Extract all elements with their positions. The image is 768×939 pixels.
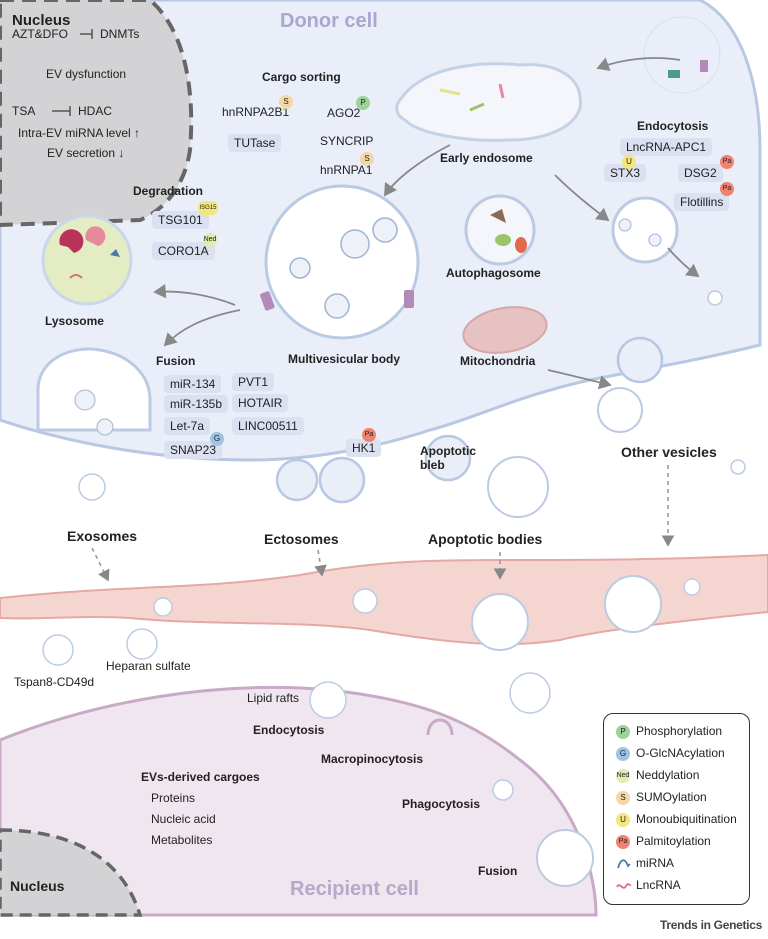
phosphorylation-icon: P [616,724,630,739]
fusion-mir-134: miR-134 [164,375,222,393]
apoptotic-bleb-label: Apoptotic bleb [420,444,476,472]
neddylation-icon: Ned [616,768,630,783]
cargo-sorting-title: Cargo sorting [262,70,341,84]
recipient-cell-membrane [0,685,598,917]
lysosome-label: Lysosome [45,314,104,328]
cargo-proteins: Proteins [151,791,196,805]
mirna-icon [617,859,631,869]
nucleus-title: Nucleus [12,12,71,29]
mitochondria-label: Mitochondria [460,354,536,368]
ectosomes-label: Ectosomes [264,531,339,547]
monoubiquitination-icon: U [616,812,630,827]
cargo-tutase: TUTase [228,134,282,152]
early-endosome-label: Early endosome [440,151,533,165]
exosomes-label: Exosomes [67,528,138,544]
isg15-badge: ISG15 [198,201,218,215]
fusion-hotair: HOTAIR [232,394,289,412]
o-glcnacylation-badge: G [210,432,224,446]
monoubiquitination-badge: U [622,155,636,169]
sumoylation-badge: S [279,95,293,109]
fusion-title: Fusion [156,354,196,368]
sumoylation-icon: S [616,790,630,805]
nucleus-hdac: HDAC [78,104,113,118]
recipient-nucleus [0,828,143,917]
fusion-let-7a: Let-7a [164,417,211,435]
nucleus-tsa: TSA [12,104,36,118]
recipient-nucleus-label: Nucleus [10,878,65,894]
phagocytosis-label: Phagocytosis [402,797,481,811]
lysosome-graphic [41,214,133,306]
donor-cell-title: Donor cell [280,10,378,32]
recipient-cell-title: Recipient cell [290,878,419,900]
endocytosis-stx3: STX3 [604,164,647,182]
journal-credit: Trends in Genetics [660,918,762,932]
cargo-hnrnpa2b1: hnRNPA2B1 [222,105,290,119]
cargo-ago2: AGO2 [327,106,361,120]
nucleus-mirna-level: Intra-EV miRNA level ↑ [18,126,141,140]
palmitoylation-badge-3: Pa [362,428,376,442]
nucleus-azt-dfo: AZT&DFO [12,27,68,41]
other-vesicles-label: Other vesicles [621,444,717,460]
endocytosis-donor-title: Endocytosis [637,119,709,133]
legend-mirna: miRNA [616,856,674,872]
lncrna-icon [616,883,632,889]
cargo-hnrnpa1: hnRNPA1 [320,163,373,177]
early-endosome-graphic [395,62,583,142]
apoptotic-bodies-label: Apoptotic bodies [428,531,543,547]
cargo-nucleic-acid: Nucleic acid [151,812,216,826]
autophagosome-graphic [464,194,536,266]
fusion-recipient-label: Fusion [478,864,518,878]
heparan-sulfate-label: Heparan sulfate [106,659,191,673]
endocytosis-recipient-label: Endocytosis [253,723,325,737]
fusion-hk1: HK1 [346,439,382,457]
endocytosis-dsg2: DSG2 [678,164,723,182]
pathway-arrows [153,57,700,390]
multivesicular-body-label: Multivesicular body [288,352,401,366]
o-glcnacylation-icon: G [616,746,630,761]
fusion-mir-135b: miR-135b [164,395,229,413]
degradation-title: Degradation [133,184,204,198]
phosphorylation-badge: P [356,96,370,110]
fusion-linc00511: LINC00511 [232,417,304,435]
nucleus-ev-secretion: EV secretion ↓ [47,146,125,160]
evs-cargo-title: EVs-derived cargoes [141,770,260,784]
legend-lncrna: LncRNA [616,878,681,894]
endocytosis-lncrna-apc1: LncRNA-APC1 [620,138,713,156]
palmitoylation-badge-2: Pa [720,182,734,196]
fusion-pvt1: PVT1 [232,373,275,391]
degradation-tsg101: TSG101 [152,211,209,229]
tspan8-cd49d-label: Tspan8-CD49d [14,675,95,689]
lipid-rafts-label: Lipid rafts [247,691,300,705]
macropinocytosis-label: Macropinocytosis [321,752,424,766]
nucleus-ev-dysfunction: EV dysfunction [46,67,127,81]
neddylation-badge: Ned [203,233,217,247]
palmitoylation-badge: Pa [720,155,734,169]
autophagosome-label: Autophagosome [446,266,541,280]
fusion-snap23: SNAP23 [164,441,223,459]
degradation-coro1a: CORO1A [152,242,215,260]
endocytosis-flotillins: Flotillins [674,193,730,211]
cargo-syncrip: SYNCRIP [320,134,374,148]
palmitoylation-icon: Pa [616,834,630,849]
mitochondria-graphic [462,306,548,354]
nucleus-dnmts: DNMTs [100,27,140,41]
sumoylation-badge-2: S [360,152,374,166]
blood-vessel [0,553,768,646]
cargo-metabolites: Metabolites [151,833,213,847]
